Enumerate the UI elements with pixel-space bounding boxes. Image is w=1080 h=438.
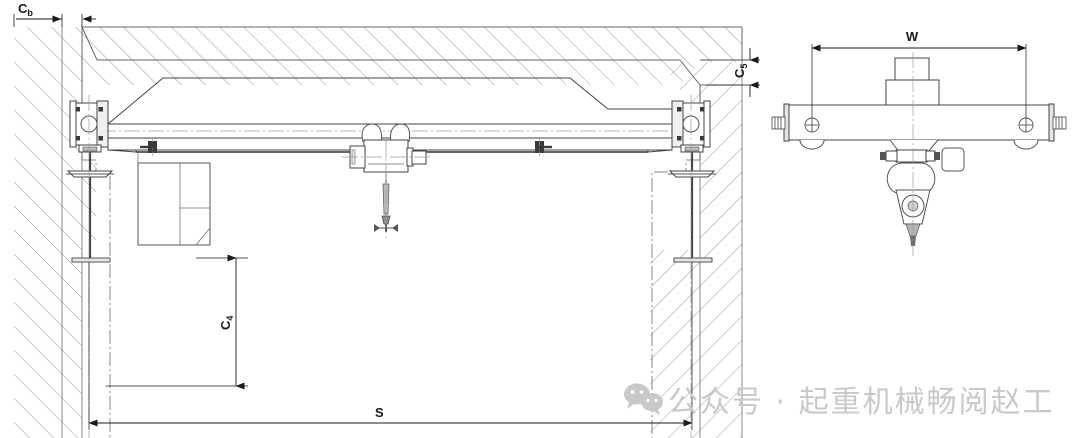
watermark-text: 公众号 · 起重机械畅阅赵工 xyxy=(668,385,1055,420)
hoist-trolley-elevation xyxy=(342,123,432,238)
building-outlines xyxy=(61,26,743,438)
right-end-truck xyxy=(668,95,716,438)
control-panel-box xyxy=(137,142,211,246)
dimension-w-label: W xyxy=(906,29,919,44)
watermark: 公众号 · 起重机械畅阅赵工 xyxy=(624,383,1055,420)
ceiling-hatch xyxy=(82,27,742,85)
dimension-c5: C5 xyxy=(700,48,760,97)
dimension-w: W xyxy=(811,29,1027,118)
dimension-c4: C4 xyxy=(106,254,248,390)
left-end-truck xyxy=(66,95,114,438)
dimension-cb-label: Cb xyxy=(18,1,33,18)
dimension-cb: Cb xyxy=(13,1,96,27)
dimension-c4-label: C4 xyxy=(218,316,235,330)
dimension-c5-label: C5 xyxy=(732,64,749,78)
dimension-s-label: S xyxy=(375,405,384,420)
end-section-view xyxy=(771,52,1067,256)
dimension-s: S xyxy=(88,262,693,430)
wechat-icon xyxy=(624,383,663,415)
